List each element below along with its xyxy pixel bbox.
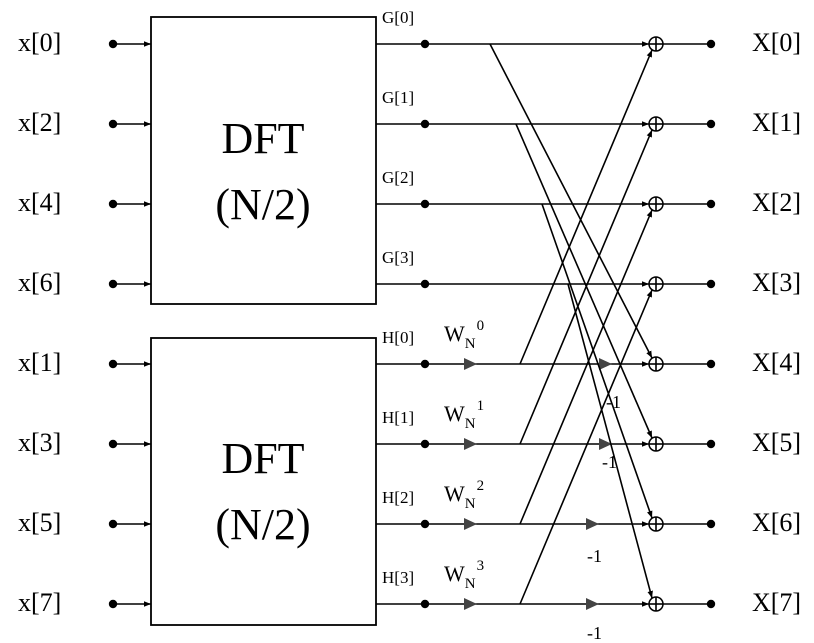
cross-branch-down — [541, 203, 653, 519]
input-label: x[6] — [18, 268, 61, 297]
dft-block-bottom — [150, 337, 377, 626]
input-label: x[0] — [18, 28, 61, 57]
twiddle-label: WN2 — [444, 478, 484, 512]
negation-multiplier — [599, 358, 612, 370]
output-label: X[2] — [752, 188, 801, 217]
output-node-dot — [706, 359, 716, 369]
negation-label: -1 — [587, 546, 602, 566]
output-node-dot — [706, 439, 716, 449]
negation-label: -1 — [602, 452, 617, 472]
output-node-dot — [706, 119, 716, 129]
output-label: X[7] — [752, 588, 801, 617]
dft-block-top-title: DFT — [221, 114, 304, 163]
input-label: x[5] — [18, 508, 61, 537]
output-node-dot — [706, 279, 716, 289]
cross-branch-down — [567, 283, 653, 599]
h-label: H[3] — [382, 568, 414, 587]
output-node-dot — [706, 39, 716, 49]
g-label: G[1] — [382, 88, 414, 107]
dft-block-top — [150, 16, 377, 305]
cross-branch-up — [519, 49, 653, 365]
h-label: H[2] — [382, 488, 414, 507]
negation-multiplier — [599, 438, 612, 450]
twiddle-label: WN3 — [444, 558, 484, 592]
input-label: x[3] — [18, 428, 61, 457]
cross-branch-up — [519, 129, 653, 445]
output-label: X[1] — [752, 108, 801, 137]
cross-branch-up — [519, 289, 653, 605]
g-label: G[0] — [382, 8, 414, 27]
g-label: G[2] — [382, 168, 414, 187]
signal-flow-wires — [108, 36, 716, 612]
g-label: G[3] — [382, 248, 414, 267]
cross-branch-down — [515, 123, 653, 439]
output-label: X[4] — [752, 348, 801, 377]
negation-label: -1 — [587, 623, 602, 643]
input-label: x[7] — [18, 588, 61, 617]
dft-block-top-subtitle: (N/2) — [215, 180, 310, 229]
output-node-dot — [706, 599, 716, 609]
output-label: X[3] — [752, 268, 801, 297]
dft-block-bottom-title: DFT — [221, 434, 304, 483]
output-node-dot — [706, 519, 716, 529]
dft-block-bottom-subtitle: (N/2) — [215, 500, 310, 549]
input-label: x[2] — [18, 108, 61, 137]
output-node-dot — [706, 199, 716, 209]
input-label: x[1] — [18, 348, 61, 377]
cross-branch-up — [519, 209, 653, 525]
twiddle-multiplier — [464, 518, 477, 530]
twiddle-multiplier — [464, 358, 477, 370]
input-label: x[4] — [18, 188, 61, 217]
h-label: H[1] — [382, 408, 414, 427]
twiddle-multiplier — [464, 438, 477, 450]
cross-branch-down — [489, 43, 653, 359]
twiddle-label: WN1 — [444, 398, 484, 432]
negation-multiplier — [586, 518, 599, 530]
twiddle-label: WN0 — [444, 318, 484, 352]
output-label: X[0] — [752, 28, 801, 57]
negation-multiplier — [586, 598, 599, 610]
h-label: H[0] — [382, 328, 414, 347]
twiddle-multiplier — [464, 598, 477, 610]
output-label: X[6] — [752, 508, 801, 537]
output-label: X[5] — [752, 428, 801, 457]
